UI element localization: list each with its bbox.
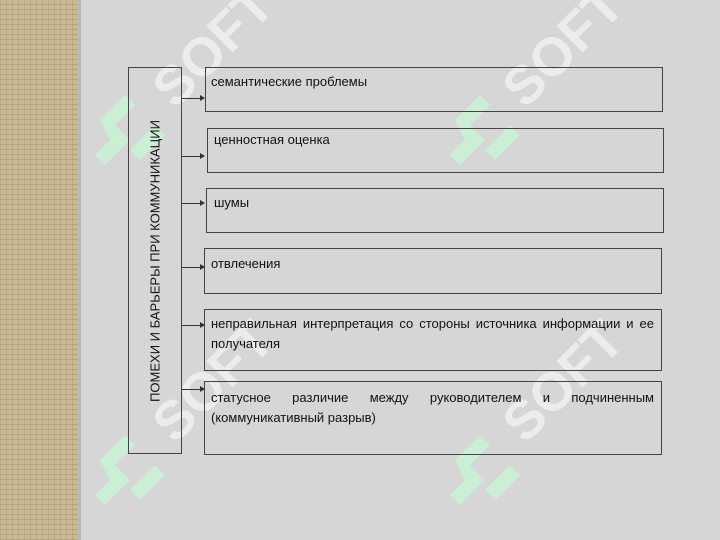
watermark-logo-icon bbox=[450, 95, 520, 165]
watermark-logo-icon bbox=[450, 435, 520, 505]
barrier-box-5 bbox=[204, 309, 662, 371]
barrier-text-3: шумы bbox=[214, 195, 250, 210]
barrier-box-4 bbox=[204, 248, 662, 294]
connector-arrow bbox=[182, 200, 205, 206]
connector-arrow bbox=[182, 264, 205, 270]
barrier-text-2: ценностная оценка bbox=[214, 132, 330, 147]
barrier-box-2 bbox=[207, 128, 664, 173]
barrier-box-6 bbox=[204, 381, 662, 455]
diagram-title: ПОМЕХИ И БАРЬЕРЫ ПРИ КОММУНИКАЦИИ bbox=[147, 120, 163, 402]
decorative-left-strip bbox=[0, 0, 78, 540]
connector-arrow bbox=[182, 386, 205, 392]
title-box bbox=[128, 67, 182, 454]
barrier-box-1 bbox=[205, 67, 663, 112]
connector-arrow bbox=[182, 95, 205, 101]
left-strip-edge bbox=[78, 0, 81, 540]
connector-arrow bbox=[182, 322, 205, 328]
watermark-logo-icon bbox=[95, 95, 165, 165]
barrier-text-1: семантические проблемы bbox=[211, 74, 368, 89]
barrier-text-4: отвлечения bbox=[211, 256, 281, 271]
watermark-logo-icon bbox=[95, 435, 165, 505]
barrier-text-6: статусное различие между руководителем и… bbox=[211, 390, 654, 425]
barrier-box-3 bbox=[206, 188, 664, 233]
connector-arrow bbox=[182, 153, 205, 159]
barrier-text-5: неправильная интерпретация со стороны ис… bbox=[211, 316, 654, 351]
